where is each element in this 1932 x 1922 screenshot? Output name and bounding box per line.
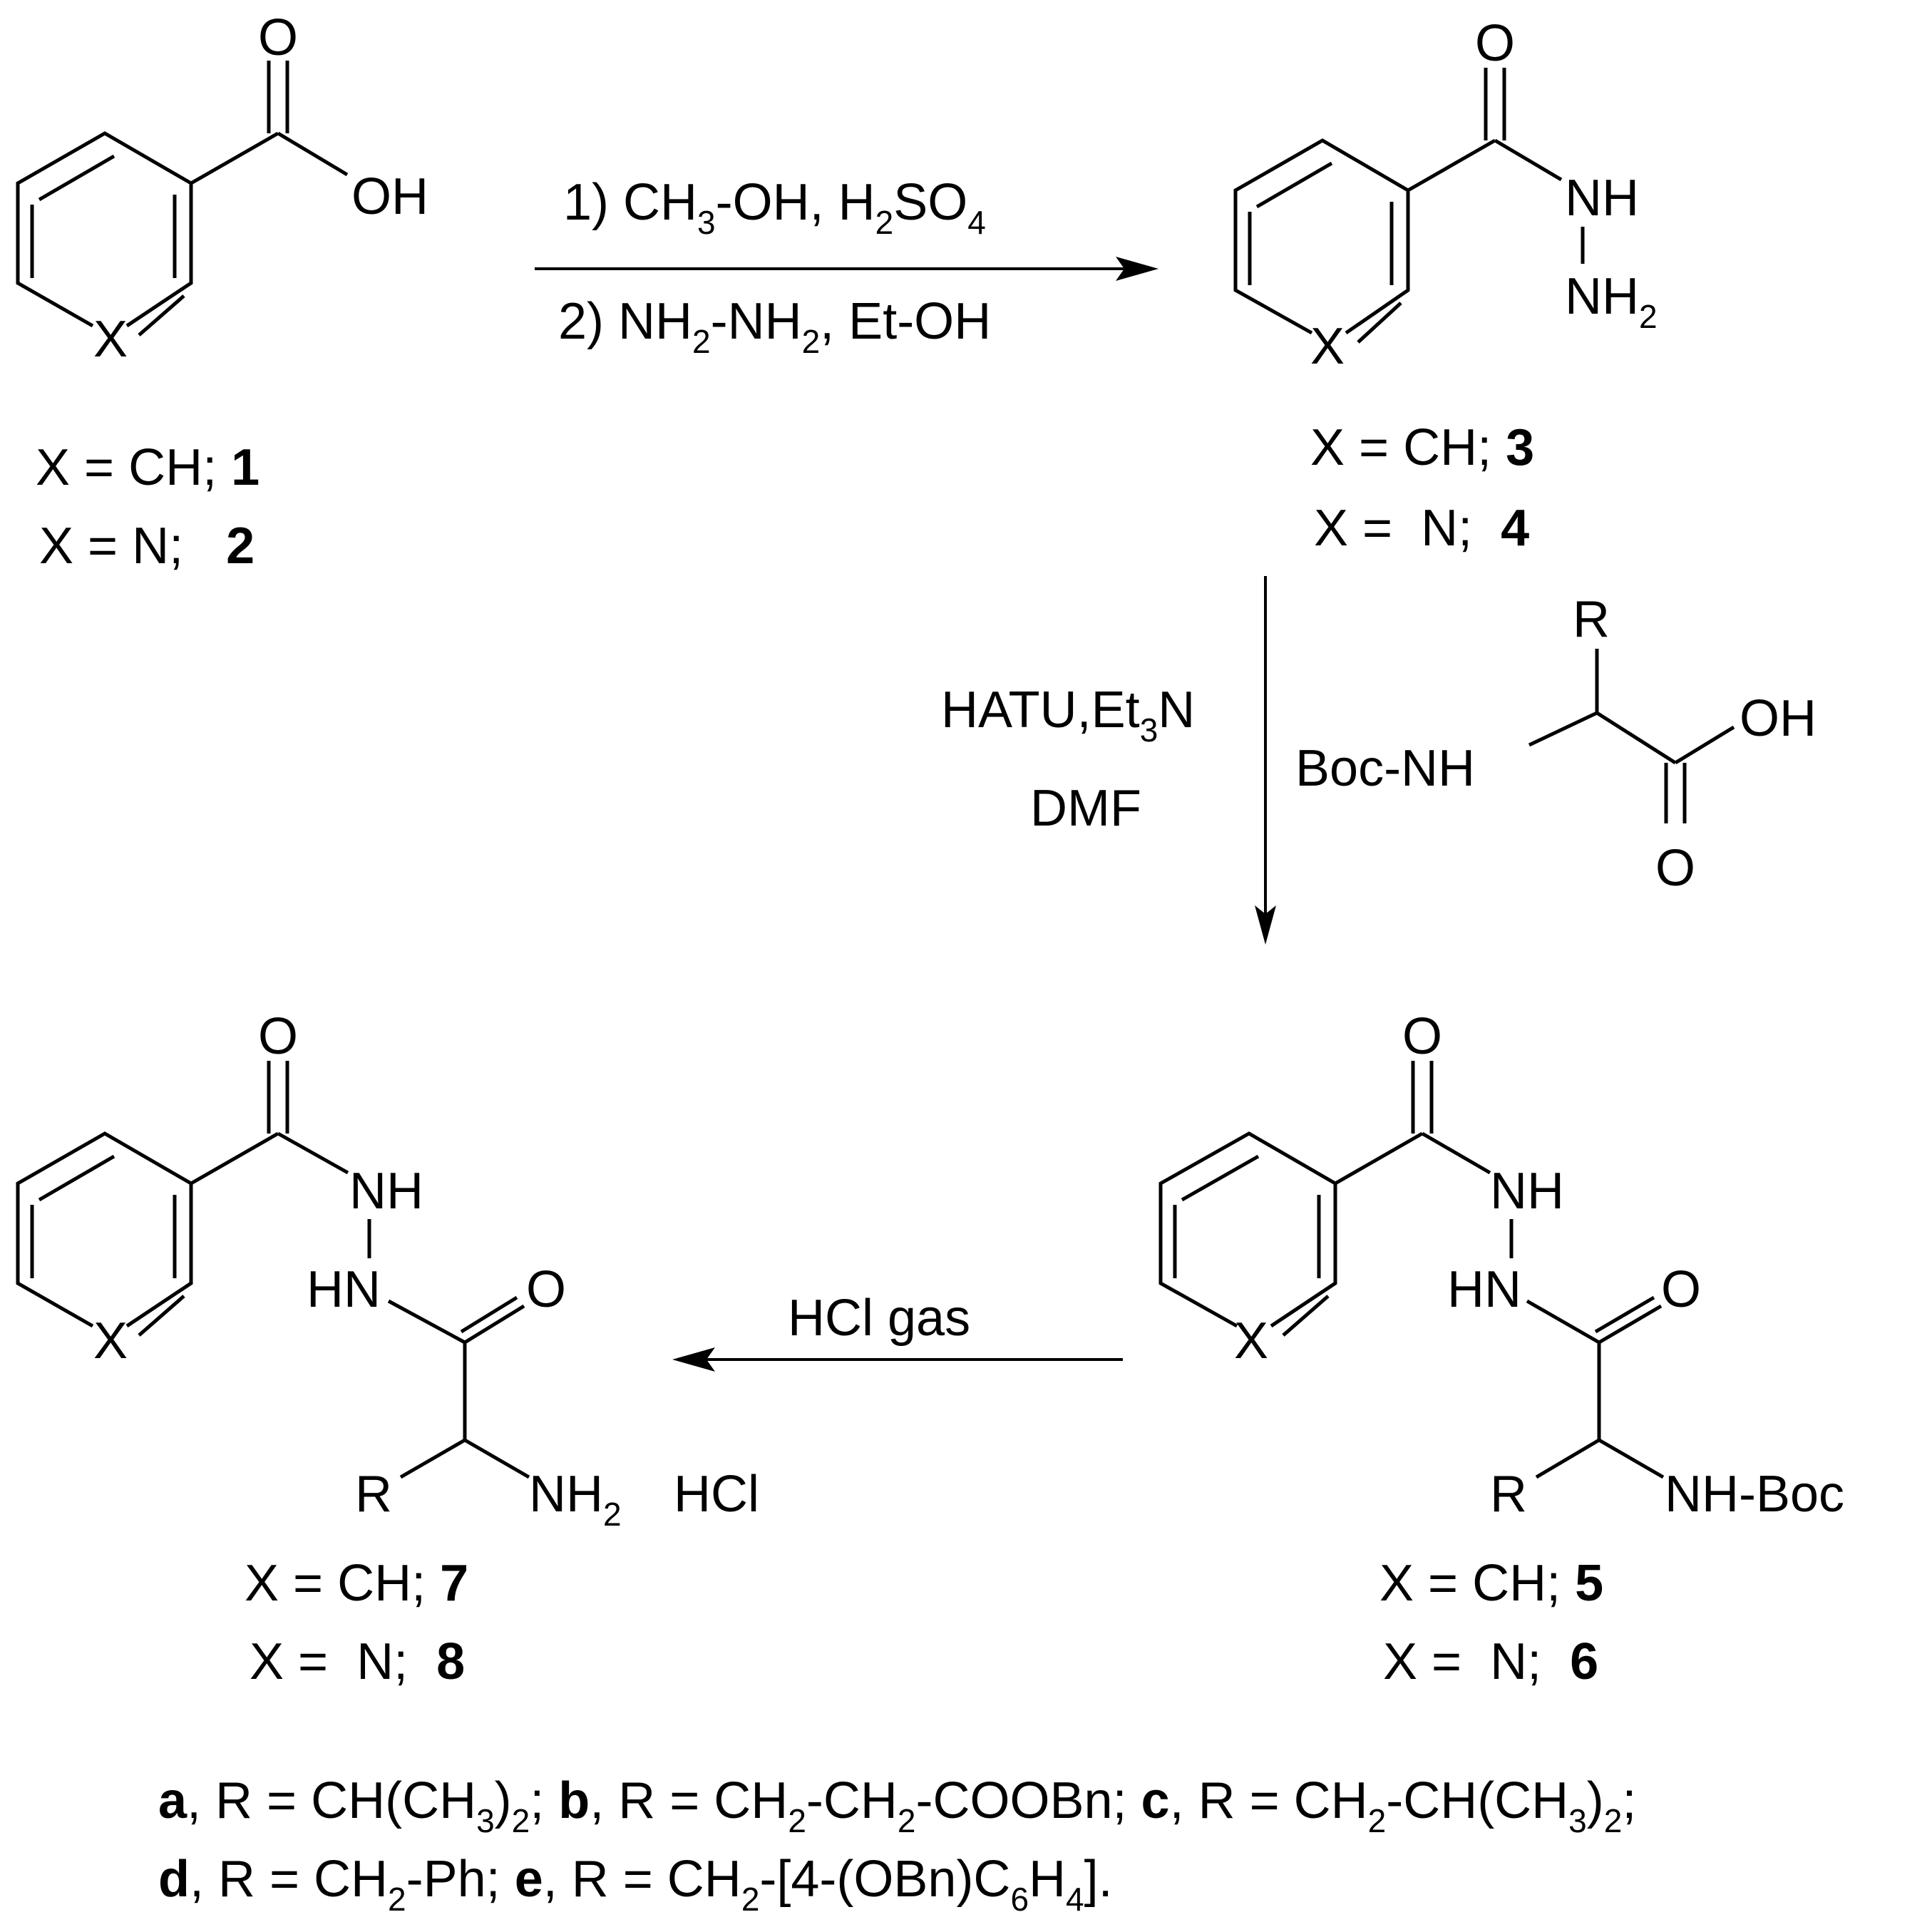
compound-5-6: O NH HN O R NH-Boc X X = CH; 5 X = N; 6: [1158, 1008, 1844, 1690]
hydroxyl-group: OH: [351, 168, 428, 225]
hcl-salt: HCl: [674, 1466, 759, 1523]
arrow-head-right: [1116, 257, 1158, 281]
reagent-hatu: HATU,Et3N: [941, 682, 1195, 749]
oxygen-atom: O: [1402, 1008, 1442, 1065]
reagent-dmf: DMF: [1030, 780, 1141, 837]
ring-atom-x: X: [1234, 1312, 1268, 1369]
reaction-step-2: HATU,Et3N DMF R Boc-NH OH O: [941, 576, 1817, 945]
nh-group: NH: [1490, 1163, 1564, 1220]
amino-acid-bonds: [1528, 649, 1735, 823]
compound-label-1: X = CH; 1: [36, 439, 260, 496]
nh-group: NH: [349, 1163, 423, 1220]
oxygen-atom: O: [258, 9, 298, 66]
compound-label-5: X = CH; 5: [1379, 1555, 1603, 1612]
compound-7-8: O NH HN O R NH2 HCl X X = CH; 7 X = N; 8: [16, 1008, 759, 1690]
carbonyl-oxygen: O: [526, 1261, 566, 1318]
condition-line-1: 1) CH3-OH, H2SO4: [563, 174, 986, 241]
carbonyl-oxygen: O: [1661, 1261, 1701, 1318]
condition-line-2: 2) NH2-NH2, Et-OH: [558, 293, 991, 360]
nh2-group: NH2: [529, 1466, 622, 1533]
label-prefix: X = N;: [39, 518, 226, 575]
oxygen-atom: O: [258, 1008, 298, 1065]
reaction-step-1: 1) CH3-OH, H2SO4 2) NH2-NH2, Et-OH: [535, 174, 1158, 360]
r-group: R: [355, 1466, 392, 1523]
compound-7-8-bonds: [16, 1061, 530, 1479]
boc-amino-acid: R Boc-NH OH O: [1295, 591, 1817, 897]
nh-boc-group: NH-Boc: [1665, 1466, 1844, 1523]
compound-label-3: X = CH; 3: [1310, 419, 1534, 476]
r-group: R: [1490, 1466, 1527, 1523]
nh2-group: NH2: [1565, 268, 1658, 335]
label-prefix: X = CH;: [36, 439, 231, 496]
compound-label-8: X = N; 8: [250, 1633, 465, 1690]
compound-label-6: X = N; 6: [1383, 1633, 1598, 1690]
footnote-line-2: d, R = CH2-Ph; e, R = CH2-[4-(OBn)C6H4].: [158, 1851, 1113, 1918]
compound-number: 2: [226, 518, 255, 575]
ring-atom-x: X: [1310, 318, 1345, 375]
compound-label-7: X = CH; 7: [245, 1555, 468, 1612]
hn-group: HN: [307, 1261, 381, 1318]
reagent-hcl-gas: HCl gas: [788, 1290, 970, 1347]
r-group-footnote: a, R = CH(CH3)2; b, R = CH2-CH2-COOBn; c…: [158, 1772, 1636, 1918]
compound-number: 1: [231, 439, 260, 496]
reaction-step-3: HCl gas: [672, 1290, 1123, 1372]
compound-1-2-bonds: [16, 61, 349, 336]
footnote-line-1: a, R = CH(CH3)2; b, R = CH2-CH2-COOBn; c…: [158, 1772, 1636, 1839]
hn-group: HN: [1447, 1261, 1521, 1318]
ring-atom-x: X: [93, 1312, 128, 1369]
oxygen-atom: O: [1655, 840, 1695, 897]
boc-nh-group: Boc-NH: [1295, 740, 1475, 797]
compound-label-4: X = N; 4: [1314, 500, 1529, 557]
compound-3-4-bonds: [1233, 68, 1585, 344]
compound-label-2: X = N; 2: [39, 518, 255, 575]
compound-5-6-bonds: [1158, 1061, 1665, 1479]
compound-1-2: O OH X X = CH; 1 X = N; 2: [16, 9, 428, 575]
r-group: R: [1573, 591, 1610, 648]
arrow-head-down: [1255, 905, 1276, 945]
arrow-head-left: [672, 1347, 715, 1372]
nh-group: NH: [1565, 170, 1639, 227]
oxygen-atom: O: [1475, 15, 1515, 72]
hydroxyl-group: OH: [1740, 690, 1817, 747]
compound-3-4: O NH NH2 X X = CH; 3 X = N; 4: [1233, 15, 1658, 557]
ring-atom-x: X: [93, 311, 128, 368]
